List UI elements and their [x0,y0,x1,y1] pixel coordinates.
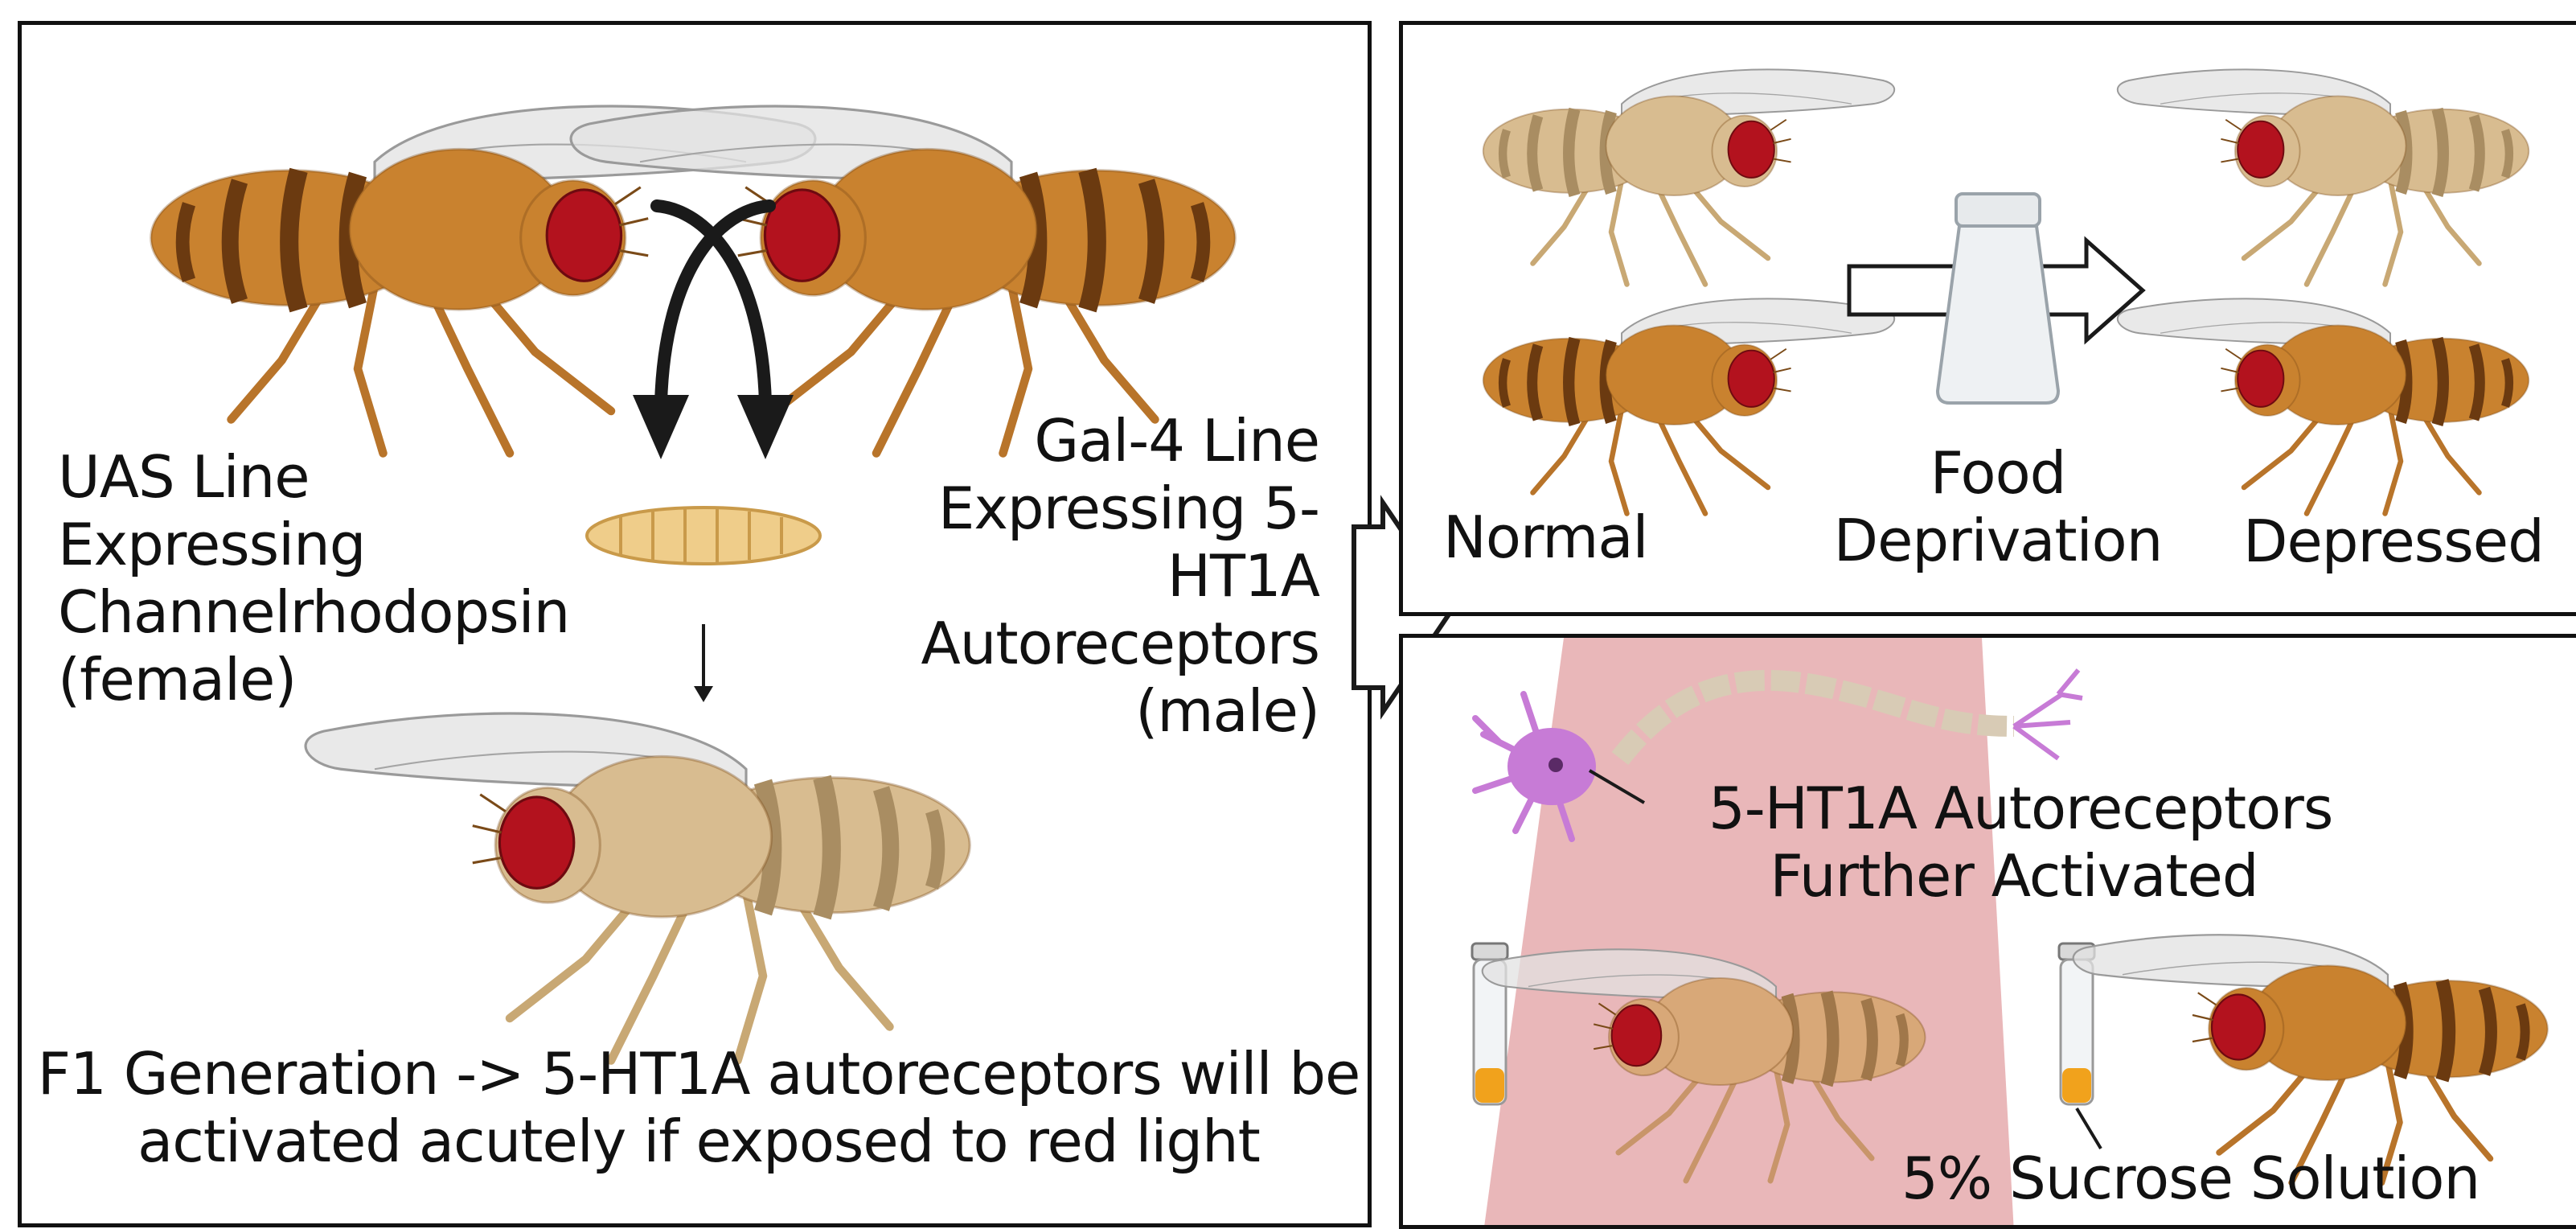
f1-fly-icon [306,713,970,1060]
neuron-label: 5-HT1A Autoreceptors Further Activated [1708,775,2320,910]
normal-fly-icon [1483,69,1894,284]
female-line-label: UAS Line Expressing Channelrhodopsin (fe… [58,443,569,713]
food-deprivation-panel: Normal Food Deprivation Depressed [1399,21,2576,616]
genetic-cross-panel: UAS Line Expressing Channelrhodopsin (fe… [18,21,1372,1227]
down-arrow-icon [694,624,713,702]
f1-caption: F1 Generation -> 5-HT1A autoreceptors wi… [22,1040,1372,1175]
food-jar-icon [1938,194,2058,403]
red-light-activation-panel: 5-HT1A Autoreceptors Further Activated 5… [1399,634,2576,1229]
food-deprivation-label: Food Deprivation [1805,439,2191,574]
sucrose-label: 5% Sucrose Solution [1901,1145,2480,1212]
activation-illustration [1403,638,2576,1229]
male-line-label: Gal-4 Line Expressing 5- HT1A Autorecept… [921,407,1319,745]
depressed-fly-icon [2118,69,2529,284]
larva-icon [587,508,820,564]
normal-label: Normal [1443,504,1648,571]
depressed-label: Depressed [2243,508,2544,575]
